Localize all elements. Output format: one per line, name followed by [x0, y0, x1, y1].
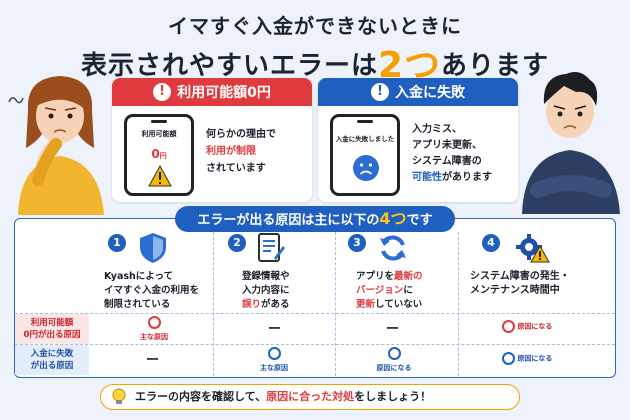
confused-man-illustration: [522, 72, 620, 214]
cause-item-2: 2 登録情報や 入力内容に 誤りがある: [228, 230, 348, 310]
exclamation-icon: !: [153, 83, 172, 101]
cause-text-4: システム障害の発生・ メンテナンス時間中: [470, 271, 570, 296]
circle-mark-icon: [387, 347, 401, 360]
causes-table-header: エラーが出る原因は主に以下の4つです: [175, 206, 455, 232]
warning-triangle-icon: [148, 165, 172, 187]
confused-woman-illustration: [18, 76, 104, 215]
cause-text-2: 登録情報や 入力内容に 誤りがある: [242, 271, 290, 310]
row1-cause2-dash: ー: [268, 322, 282, 337]
phone-screen-label: 利用可能額: [141, 130, 177, 138]
causes-count: 4つ: [379, 209, 407, 228]
cause-number-1: 1: [108, 234, 126, 252]
cause-item-3: 3 アプリを最新の バージョンに 更新していない: [348, 230, 468, 310]
error-card-deposit-failed: ! 入金に失敗 入金に失敗しました 入力ミス、 アプリ未更新、 システム障害の …: [318, 78, 518, 202]
error-card-zero-balance-header: ! 利用可能額0円: [112, 78, 312, 106]
sad-face-icon: [353, 155, 379, 181]
row1-cause1-mark: 主な原因: [134, 316, 174, 342]
shield-icon: [140, 233, 166, 263]
row2-cause3-mark: 原因になる: [372, 347, 416, 373]
row2-cause1-dash: ー: [146, 353, 160, 368]
title-line-2: 表示されやすいエラーは2つあります: [0, 36, 630, 88]
cause-text-3: アプリを最新の バージョンに 更新していない: [356, 271, 423, 310]
smartphone-icon: 利用可能額 0円: [124, 114, 194, 196]
row2-cause4-mark: 原因になる: [502, 352, 582, 365]
cause-number-3: 3: [348, 234, 366, 252]
phone-screen-amount: 0円: [151, 147, 167, 161]
refresh-icon: [380, 235, 406, 261]
circle-mark-icon: [147, 316, 161, 329]
form-edit-icon: [258, 233, 285, 262]
row-label-zero-balance: 利用可能額 0円が出る原因: [15, 314, 89, 344]
row1-cause3-dash: ー: [386, 322, 400, 337]
cause-number-2: 2: [228, 234, 246, 252]
squiggle-icon: [8, 97, 24, 104]
cause-item-4: 4 システム障害の発生・ メンテナンス時間中: [470, 230, 610, 310]
smartphone-icon: 入金に失敗しました: [330, 114, 400, 196]
title-line-2-post: あります: [441, 51, 550, 81]
row-label-deposit-failed: 入金に失敗 が出る原因: [15, 345, 89, 375]
exclamation-icon: !: [371, 83, 389, 101]
error-card-zero-balance: ! 利用可能額0円 利用可能額 0円 何らかの理由で 利用が制限 されています: [112, 78, 312, 202]
circle-mark-icon: [502, 352, 515, 365]
gear-warning-icon: [516, 234, 550, 263]
phone-screen-label: 入金に失敗しました: [335, 135, 395, 143]
row1-cause4-mark: 原因になる: [502, 320, 582, 333]
title-line-2-pre: 表示されやすいエラーは: [80, 51, 378, 81]
cause-number-4: 4: [482, 234, 500, 252]
cause-text-1: Kyashによって イマすぐ入金の利用を 制限されている: [104, 271, 200, 310]
circle-mark-icon: [267, 347, 281, 360]
title-line-1: イマすぐ入金ができないときに: [168, 14, 462, 38]
error-card-zero-balance-description: 何らかの理由で 利用が制限 されています: [206, 129, 276, 174]
bottom-advice-banner: エラーの内容を確認して、原因に合った対処をしましょう！: [100, 384, 520, 410]
bottom-advice-highlight: 原因に合った対処: [266, 390, 355, 403]
row2-cause2-mark: 主な原因: [252, 347, 296, 373]
error-card-zero-balance-title: 利用可能額0円: [177, 85, 271, 101]
cause-item-1: 1 Kyashによって イマすぐ入金の利用を 制限されている: [104, 230, 224, 310]
error-card-deposit-failed-title: 入金に失敗: [395, 85, 465, 101]
error-card-deposit-failed-header: ! 入金に失敗: [318, 78, 518, 106]
lightbulb-icon: [112, 388, 126, 404]
circle-mark-icon: [502, 320, 515, 333]
error-card-deposit-failed-description: 入力ミス、 アプリ未更新、 システム障害の 可能性があります: [412, 124, 492, 183]
